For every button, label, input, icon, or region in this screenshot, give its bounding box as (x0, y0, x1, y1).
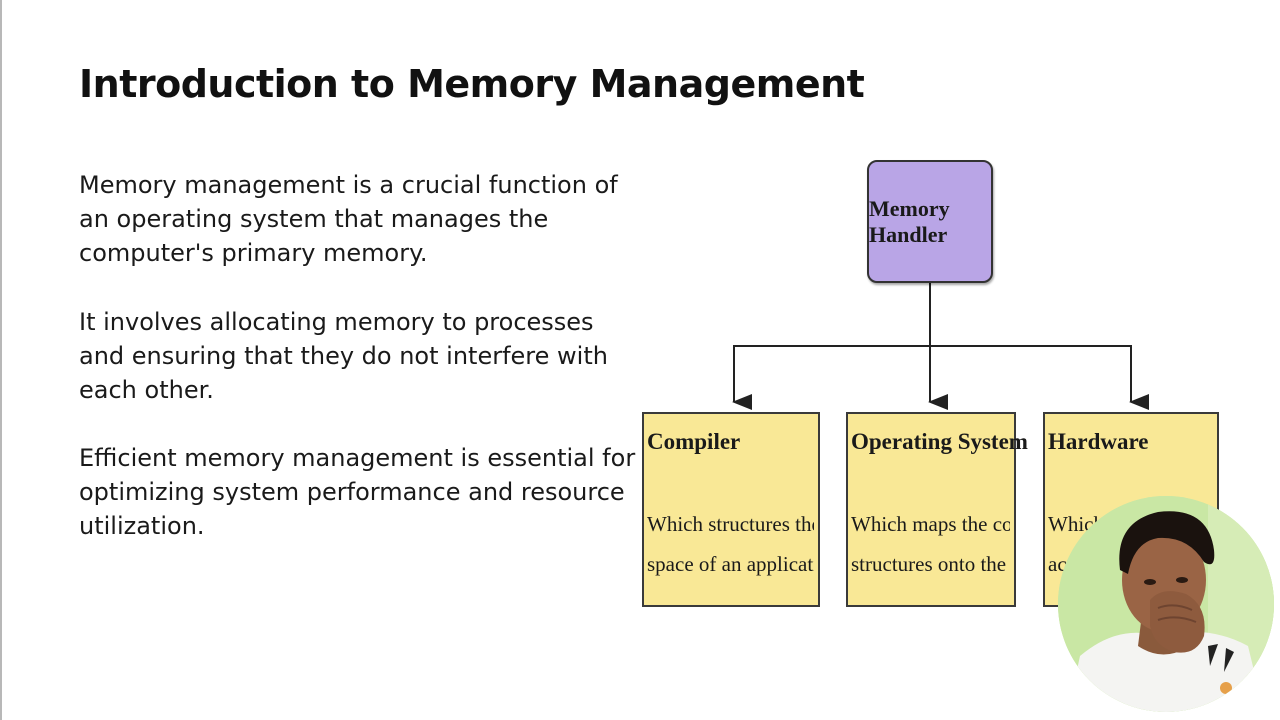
compiler-desc-line-1: Which structures the address (647, 512, 814, 536)
memory-handler-label: Memory Handler (869, 195, 950, 247)
compiler-title: Compiler (647, 429, 741, 454)
operating-system-description: Which maps the compiler’s structures ont… (851, 504, 1010, 584)
slide-title: Introduction to Memory Management (79, 62, 865, 106)
memory-handler-box: Memory Handler (867, 160, 993, 283)
paragraph-3: Efficient memory management is essential… (79, 444, 636, 540)
compiler-desc-line-2: space of an application (647, 552, 814, 576)
operating-system-box: Operating System Which maps the compiler… (846, 412, 1028, 607)
operating-system-title: Operating System (851, 429, 1028, 454)
paragraph-2: It involves allocating memory to process… (79, 308, 608, 404)
compiler-box: Compiler Which structures the address sp… (642, 412, 820, 607)
operating-system-desc-line-1: Which maps the compiler’s (851, 512, 1010, 536)
webcam-overlay (1058, 496, 1274, 712)
hardware-title: Hardware (1048, 429, 1149, 454)
compiler-description: Which structures the address space of an… (647, 504, 814, 584)
paragraph-1: Memory management is a crucial function … (79, 171, 618, 267)
operating-system-desc-line-2: structures onto the hardware (851, 552, 1010, 576)
presenter-video (1058, 496, 1274, 712)
